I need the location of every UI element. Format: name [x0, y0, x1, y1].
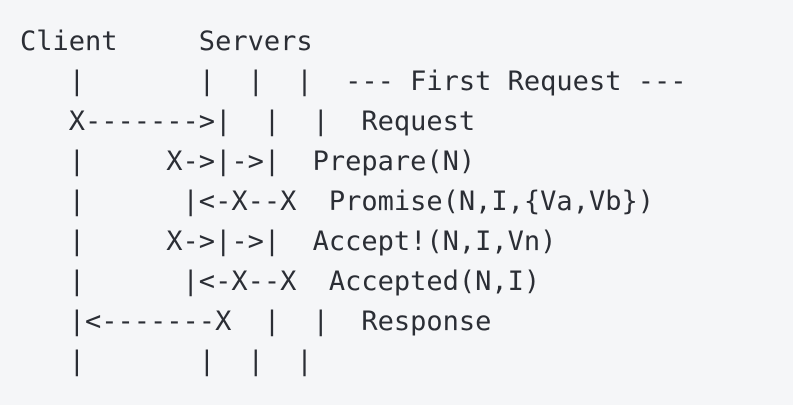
promise-arrow-art: | |<-X--X — [20, 186, 329, 217]
lifeline-row-top: | | | | --- First Request --- — [20, 62, 687, 102]
accepted-row: | |<-X--X Accepted(N,I) — [20, 262, 686, 302]
message-label-prepare: Prepare(N) — [312, 146, 476, 177]
client-request-arrow-art: X------->| | | — [20, 106, 362, 137]
promise-row: | |<-X--X Promise(N,I,{Va,Vb}) — [20, 182, 686, 222]
client-request-row: X------->| | | Request — [20, 102, 686, 142]
accept-row: | X->|->| Accept!(N,I,Vn) — [20, 222, 686, 262]
prepare-row: | X->|->| Prepare(N) — [20, 142, 686, 182]
ascii-art-canvas: Client Servers | | | | --- First Request… — [20, 22, 686, 382]
message-label-response: Response — [361, 306, 492, 337]
client-response-arrow-art: |<-------X | | — [20, 306, 362, 337]
diagram-header-row: Client Servers — [20, 26, 313, 57]
lifeline-row-bottom: | | | | — [20, 342, 686, 382]
prepare-arrow-art: | X->|->| — [20, 146, 313, 177]
message-label-accepted: Accepted(N,I) — [328, 266, 541, 297]
accept-arrow-art: | X->|->| — [20, 226, 313, 257]
lifeline-art-bottom: | | | | — [20, 346, 346, 377]
client-response-row: |<-------X | | Response — [20, 302, 686, 342]
message-label-promise: Promise(N,I,{Va,Vb}) — [328, 186, 654, 217]
message-label-accept: Accept!(N,I,Vn) — [312, 226, 557, 257]
accepted-arrow-art: | |<-X--X — [20, 266, 329, 297]
lifeline-art-top: | | | | — [20, 66, 346, 97]
message-label-request: Request — [361, 106, 476, 137]
section-banner-first-request: --- First Request --- — [345, 66, 687, 97]
